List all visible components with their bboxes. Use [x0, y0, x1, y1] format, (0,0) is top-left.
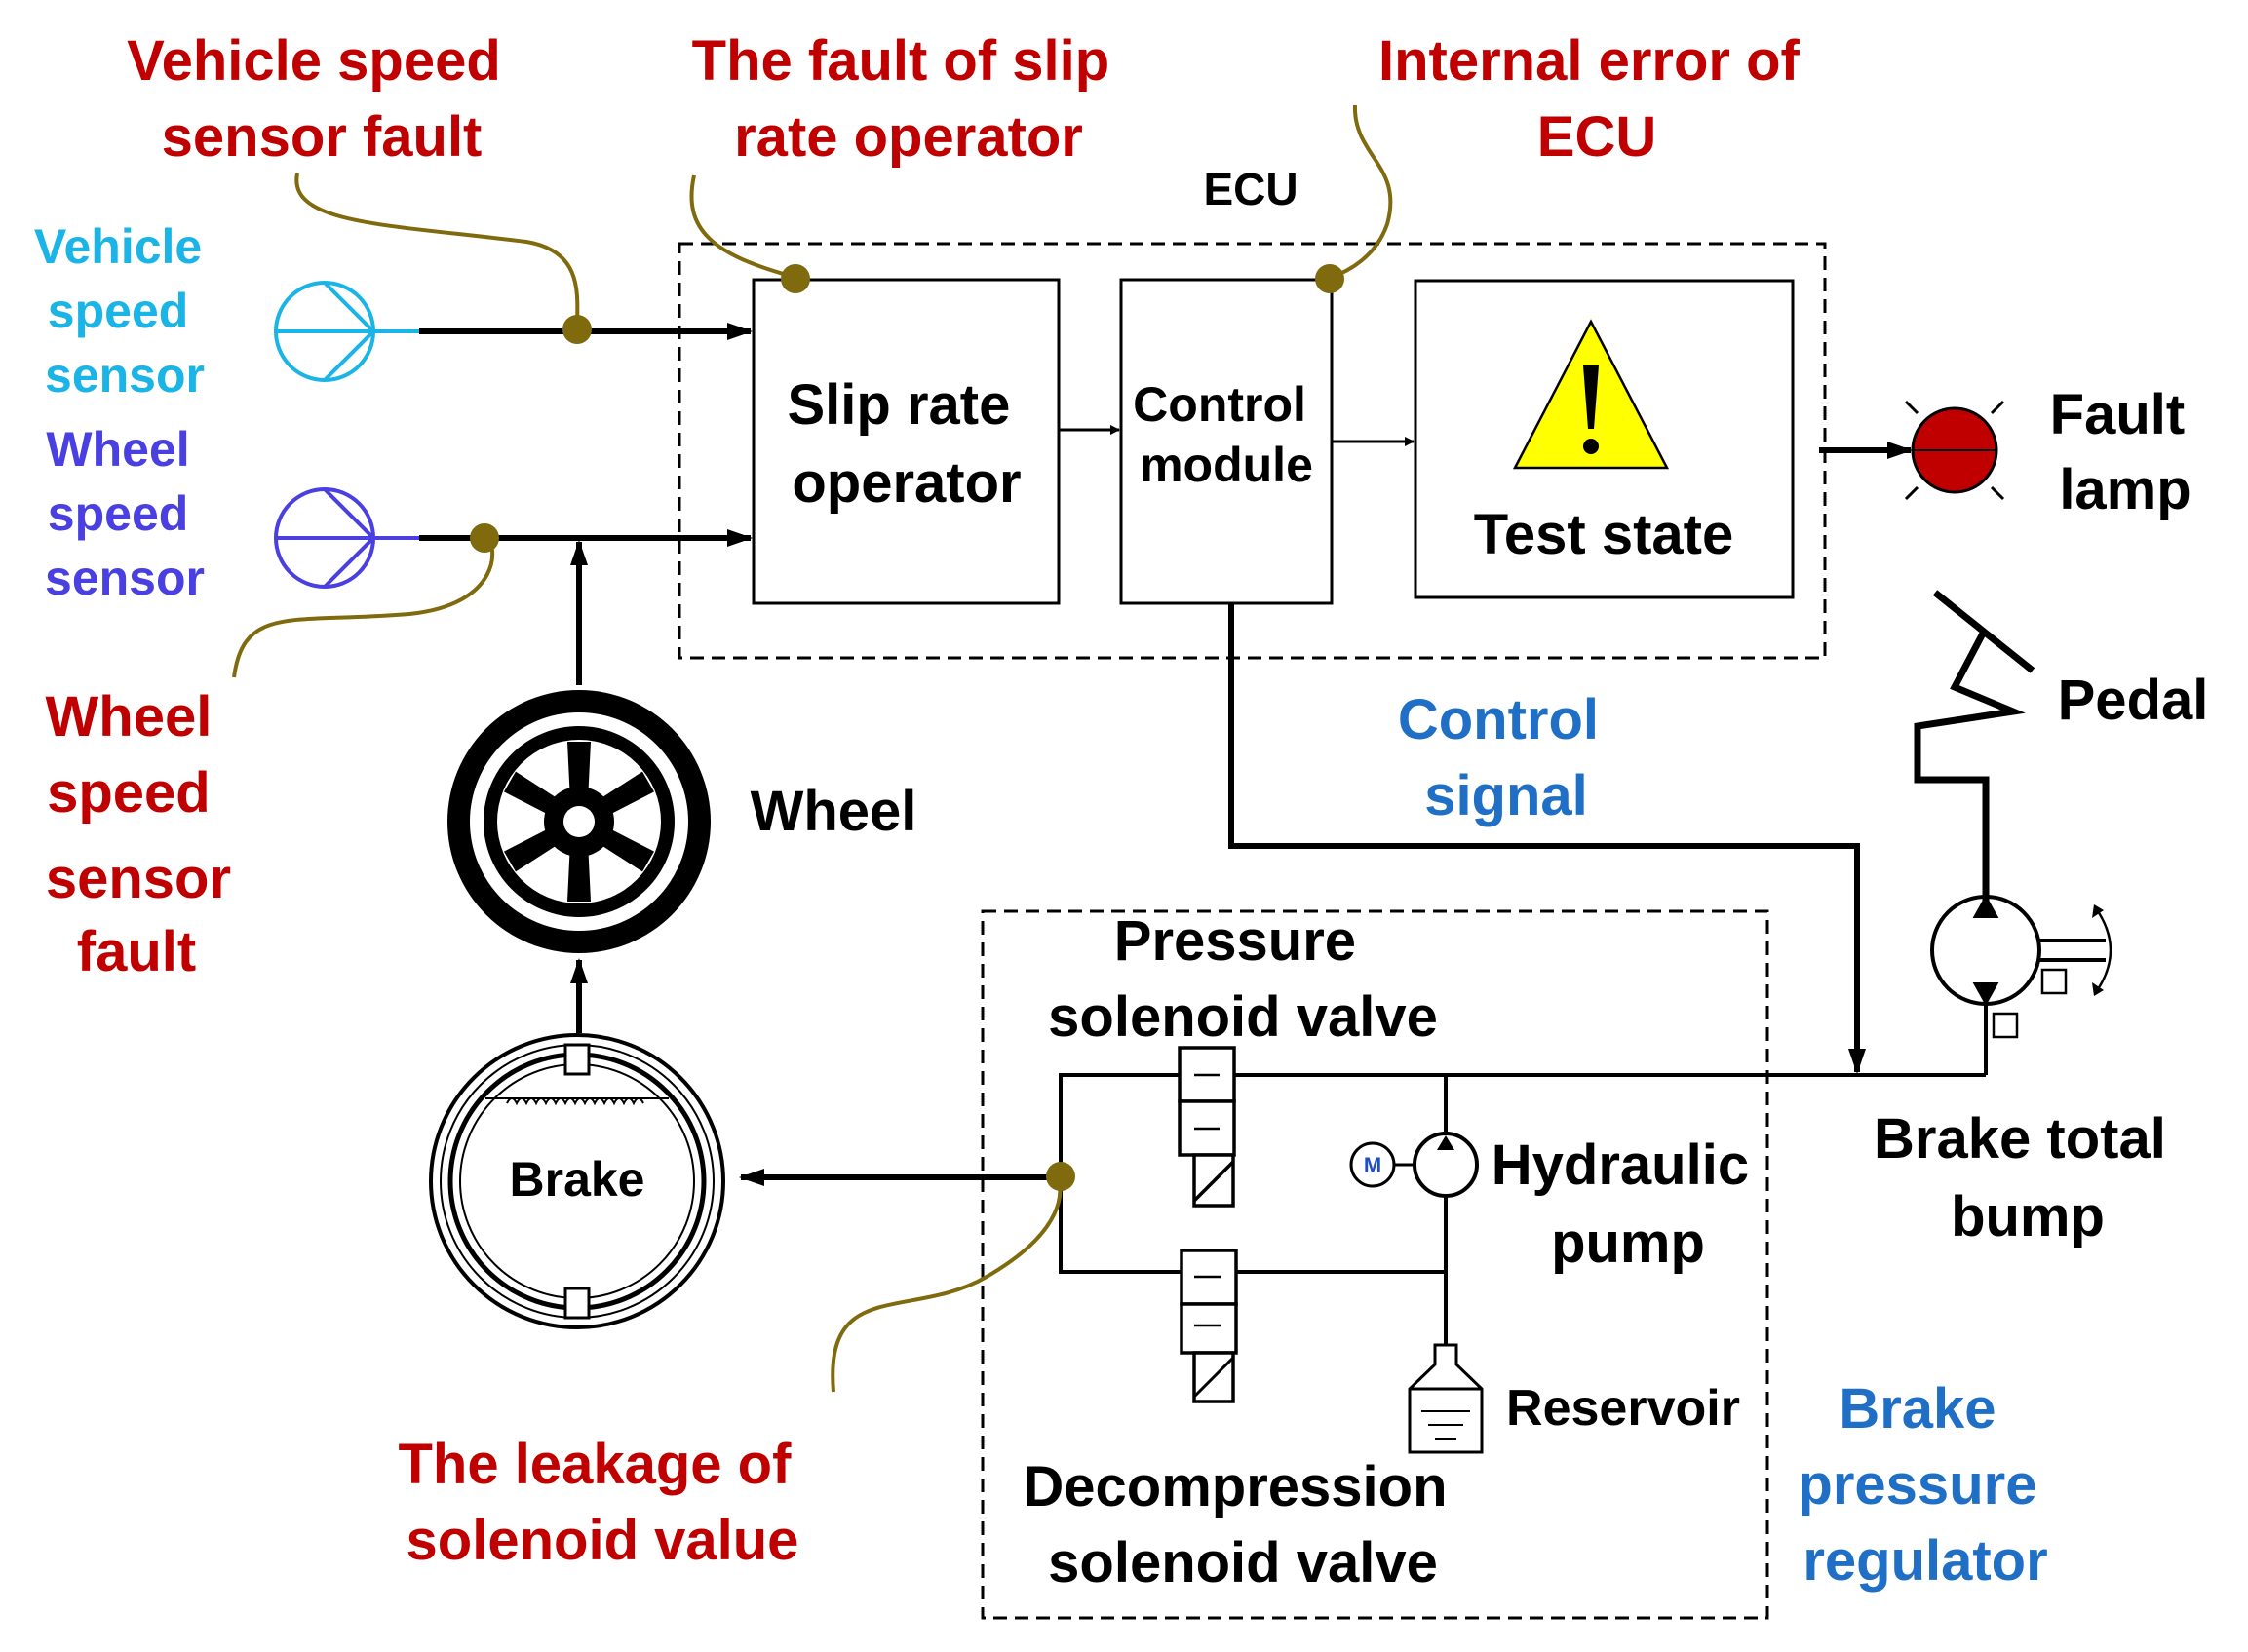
vehicle-sensor-fault-marker	[562, 315, 592, 344]
wheel-speed-sensor-fault-label: Wheel speed sensor fault	[46, 685, 248, 983]
fault-leader-lines	[232, 104, 1393, 1393]
vehicle-speed-sensor-label: Vehicle speed sensor	[34, 219, 215, 403]
warning-icon	[1512, 319, 1670, 470]
wheel-sensor-fault-marker	[470, 523, 499, 553]
brake-label: Brake	[510, 1152, 645, 1207]
ecu-title: ECU	[1203, 164, 1298, 214]
slip-rate-operator-label: Slip rate operator	[788, 373, 1027, 515]
wheel-speed-sensor-icon	[274, 487, 419, 589]
decompression-solenoid-valve-label: Decompression solenoid valve	[1023, 1455, 1462, 1594]
ecu-internal-error-label: Internal error of ECU	[1378, 29, 1815, 169]
control-module-label: Control module	[1133, 377, 1320, 492]
pressure-solenoid-valve-label: Pressure solenoid valve	[1048, 909, 1438, 1049]
pressure-solenoid-valve-icon	[1178, 1046, 1236, 1208]
wheel-speed-sensor-label: Wheel speed sensor	[45, 422, 205, 605]
fault-markers	[470, 264, 1344, 1191]
wheel-icon	[447, 690, 711, 953]
ecu-error-fault-marker	[1315, 264, 1344, 293]
solenoid-leakage-fault-marker	[1046, 1162, 1075, 1191]
pedal-icon	[1914, 590, 2035, 902]
brake-pressure-regulator-boundary	[981, 909, 1769, 1620]
slip-operator-fault-marker	[781, 264, 810, 293]
hydraulic-pump-label: Hydraulic pump	[1492, 1133, 1764, 1275]
test-state-label: Test state	[1474, 503, 1733, 566]
brake-drum-icon	[429, 1033, 725, 1329]
pedal-label: Pedal	[2058, 669, 2209, 732]
master-cylinder-icon	[1930, 894, 2112, 1075]
hydraulic-pump-icon	[1413, 1132, 1479, 1198]
decompression-solenoid-valve-icon	[1180, 1249, 1238, 1403]
slip-operator-fault-label: The fault of slip rate operator	[692, 29, 1126, 169]
slip-rate-operator-box	[752, 278, 1061, 605]
motor-icon: M	[1349, 1141, 1415, 1188]
motor-symbol: M	[1364, 1153, 1381, 1177]
reservoir-icon	[1408, 1343, 1484, 1454]
control-signal-line	[1228, 604, 1866, 1074]
brake-total-bump-label: Brake total bump	[1874, 1107, 2182, 1249]
vehicle-speed-sensor-fault-label: Vehicle speed sensor fault	[127, 29, 517, 169]
reservoir-label: Reservoir	[1506, 1380, 1740, 1437]
brake-pressure-regulator-label: Brake pressure regulator	[1798, 1377, 2052, 1593]
vehicle-speed-sensor-icon	[274, 281, 419, 382]
fault-lamp-label: Fault lamp	[2050, 383, 2201, 521]
control-signal-label: Control signal	[1398, 688, 1614, 827]
solenoid-leakage-label: The leakage of solenoid value	[398, 1433, 806, 1572]
fault-lamp-icon	[1904, 400, 2005, 501]
hydraulic-lines	[1059, 1073, 1986, 1345]
wheel-label: Wheel	[751, 780, 917, 843]
